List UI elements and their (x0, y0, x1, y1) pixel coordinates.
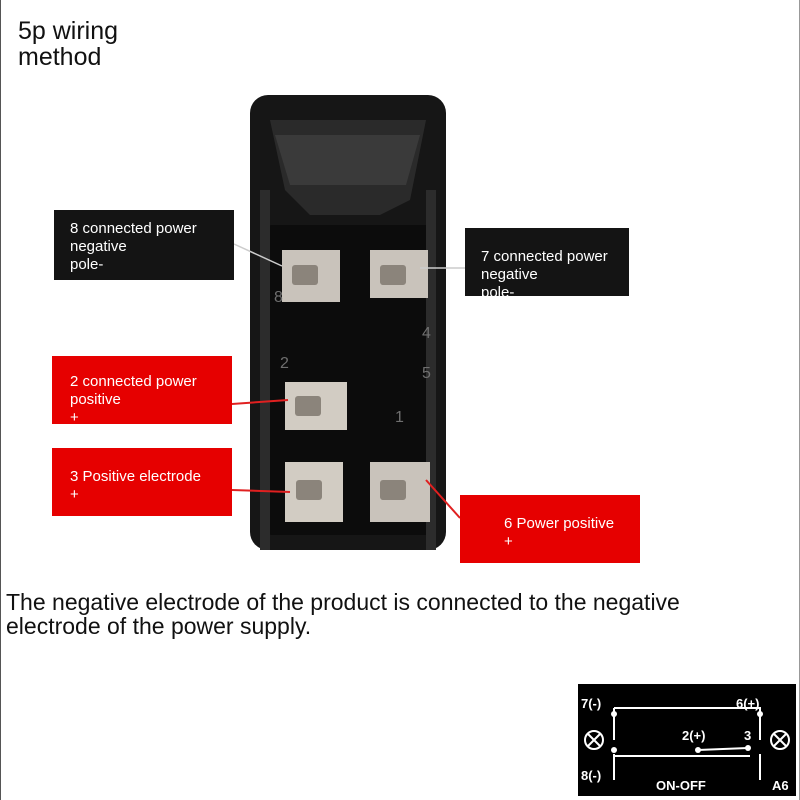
terminal-6 (370, 462, 430, 522)
pin-number-8: 8 (274, 289, 283, 306)
terminal-7 (370, 250, 428, 298)
callout-pin7-line2: pole- (481, 284, 515, 301)
schematic-label-2: 2(+) (682, 728, 705, 743)
schematic-mode: ON-OFF (656, 778, 706, 793)
arrow-6 (425, 479, 461, 519)
schematic-label-6: 6(+) (736, 696, 759, 711)
terminal-3 (285, 462, 343, 522)
schematic-label-3: 3 (744, 728, 751, 743)
schematic-label-7: 7(-) (581, 696, 601, 711)
pin-number-5: 5 (422, 365, 431, 382)
callout-pin7: 7 connected power negative pole- (465, 228, 629, 301)
schematic-label-8: 8(-) (581, 768, 601, 783)
callout-pin7-line1: 7 connected power negative (481, 248, 608, 283)
pin-number-4: 4 (422, 325, 431, 342)
callout-pin6-line1: 6 Power positive (504, 515, 615, 532)
callout-pin6: 6 Power positive + (460, 495, 640, 563)
callout-pin8-line2: pole- (70, 256, 104, 273)
arrow-3 (231, 489, 291, 493)
arrow-2 (231, 399, 289, 405)
callout-pin2-line1: 2 connected power positive (70, 373, 197, 408)
arrow-8 (233, 243, 283, 267)
callout-pin3-line2: + (70, 486, 79, 503)
frame-border-left (0, 0, 1, 800)
callout-pin6-line2: + (504, 533, 513, 550)
callout-pin8-line1: 8 connected power negative (70, 220, 197, 255)
callout-pin3-line1: 3 Positive electrode (70, 468, 201, 485)
page-title: 5p wiring method (18, 17, 119, 71)
pin-number-2: 2 (280, 355, 289, 372)
callout-pin2: 2 connected power positive + (52, 356, 232, 426)
wiring-note: The negative electrode of the product is… (6, 589, 680, 639)
callout-pin3: 3 Positive electrode + (52, 448, 232, 516)
callout-pin2-line2: + (70, 409, 79, 426)
schematic-model: A6 (772, 778, 789, 793)
lamp-left-icon (584, 730, 604, 750)
callout-pin8: 8 connected power negative pole- (54, 210, 234, 280)
lamp-right-icon (770, 730, 790, 750)
pin-number-1: 1 (395, 409, 404, 426)
switch-body (266, 225, 431, 535)
rocker-switch-photo: 8 4 5 2 1 (250, 95, 446, 550)
terminal-8 (282, 250, 340, 302)
terminal-2 (285, 382, 347, 430)
wiring-schematic: 7(-) 6(+) 2(+) 3 8(-) ON-OFF A6 (578, 684, 796, 796)
